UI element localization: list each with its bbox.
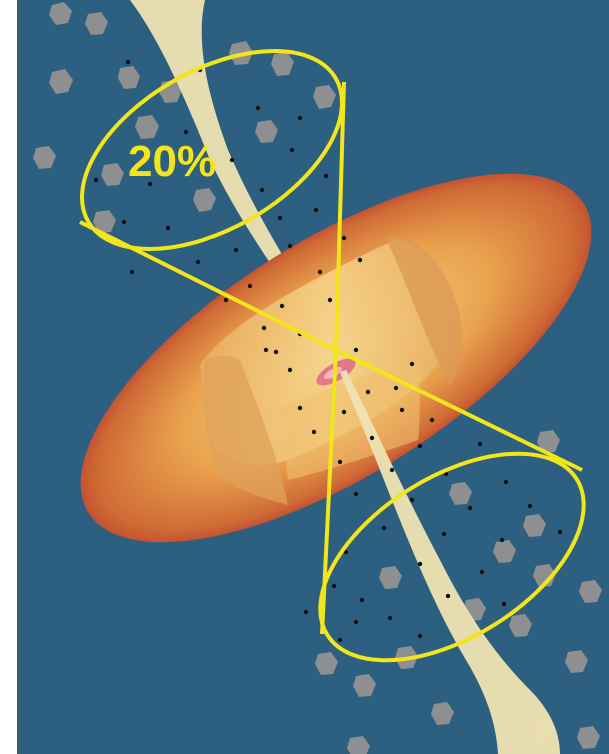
lower-jet bbox=[340, 370, 560, 754]
cloud-blobs bbox=[33, 2, 602, 754]
ionization-cones bbox=[79, 49, 586, 663]
lower-cone-rim bbox=[318, 451, 586, 663]
upper-cone-rim bbox=[80, 49, 344, 251]
lower-cone-sides bbox=[320, 348, 583, 635]
opening-fraction-label: 20% bbox=[128, 137, 216, 186]
